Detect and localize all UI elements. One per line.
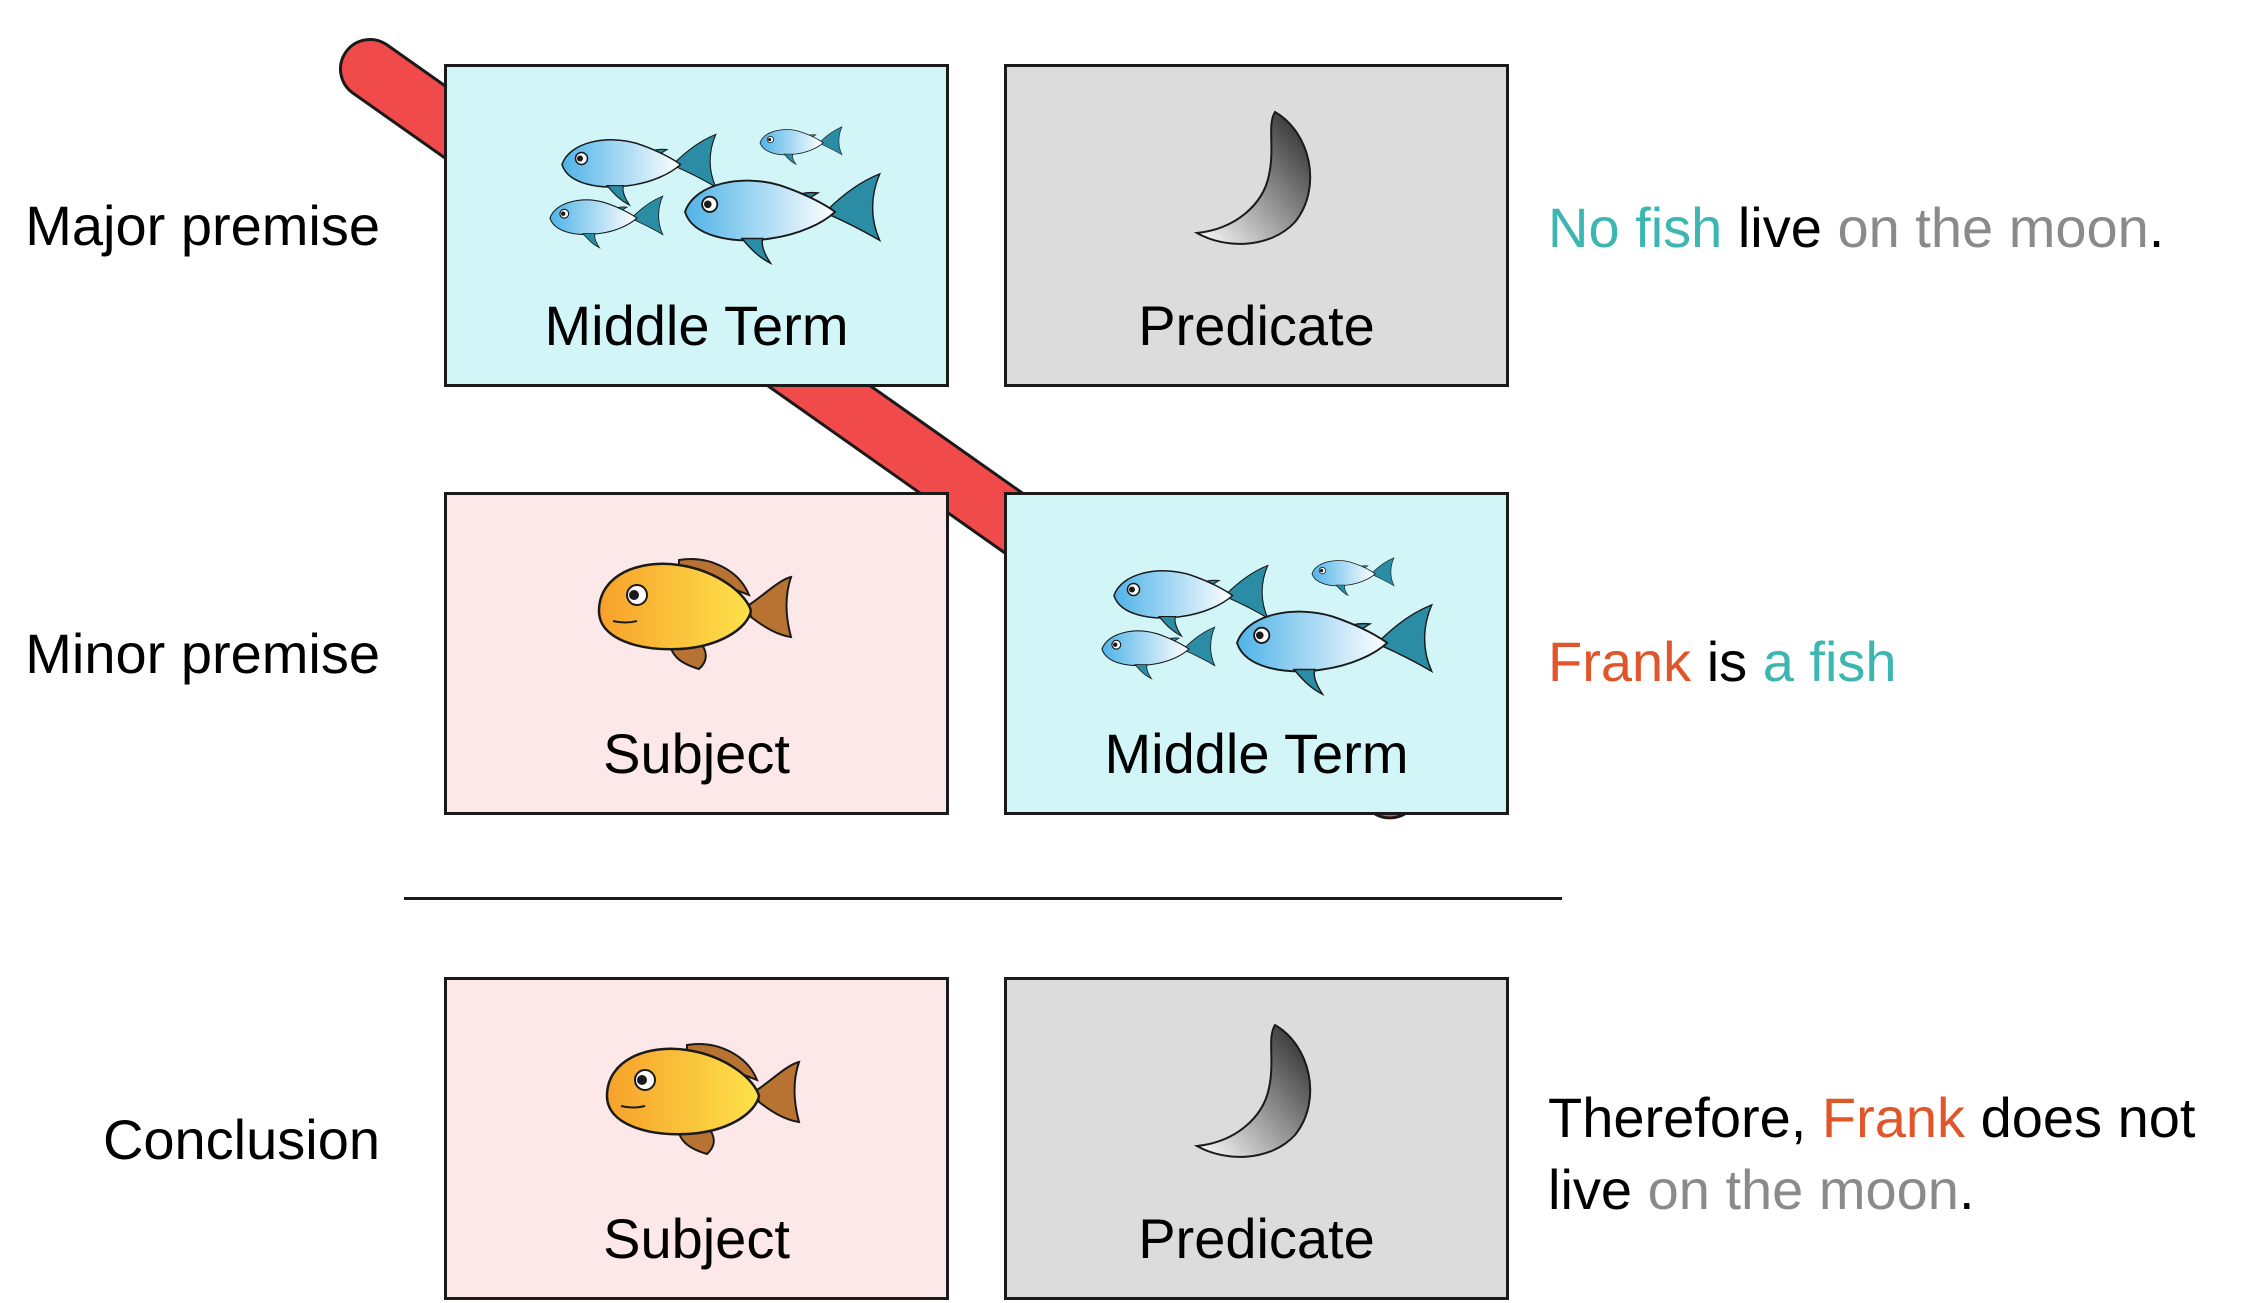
minor-subject-caption: Subject (603, 722, 790, 785)
statement-text: does not (1965, 1086, 2196, 1149)
statement-term: on the moon (1837, 196, 2149, 259)
major-predicate-box: Predicate (1004, 64, 1509, 387)
statement-term: a fish (1762, 630, 1897, 693)
conclusion-subject-box: Subject (444, 977, 949, 1300)
statement-term: Frank (1548, 630, 1692, 693)
statement-text: live (1548, 1158, 1648, 1221)
major-middle-term-caption: Middle Term (544, 294, 849, 357)
conclusion-predicate-box: Predicate (1004, 977, 1509, 1300)
statement-term: No fish (1548, 196, 1723, 259)
statement-text: is (1691, 630, 1763, 693)
minor-subject-box: Subject (444, 492, 949, 815)
minor-premise-label: Minor premise (25, 622, 380, 685)
conclusion-subject-caption: Subject (603, 1207, 790, 1270)
statement-text: . (1958, 1158, 1975, 1221)
statement-text: Therefore, (1548, 1086, 1822, 1149)
statement-term: on the moon (1647, 1158, 1959, 1221)
major-premise-label: Major premise (25, 194, 380, 257)
conclusion-predicate-caption: Predicate (1138, 1207, 1375, 1270)
conclusion-statement: Therefore, Frank does not live on the mo… (1548, 1082, 2195, 1226)
minor-middle-term-caption: Middle Term (1104, 722, 1409, 785)
major-middle-term-box: Middle Term (444, 64, 949, 387)
statement-term: Frank (1821, 1086, 1966, 1149)
conclusion-label: Conclusion (102, 1108, 380, 1171)
major-premise-statement: No fish live on the moon. (1548, 192, 2164, 264)
minor-middle-term-box: Middle Term (1004, 492, 1509, 815)
divider-line (404, 897, 1562, 900)
statement-text: . (2148, 196, 2165, 259)
major-predicate-caption: Predicate (1138, 294, 1375, 357)
statement-text: live (1722, 196, 1838, 259)
minor-premise-statement: Frank is a fish (1548, 626, 1897, 698)
